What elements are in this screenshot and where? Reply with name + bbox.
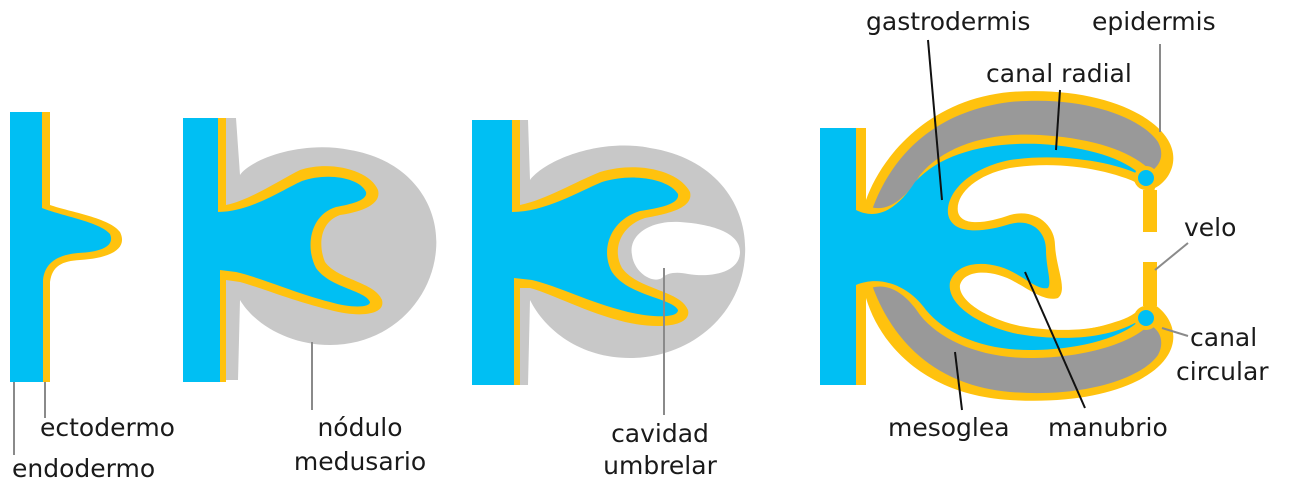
label-mesoglea: mesoglea — [888, 413, 1010, 442]
stage-4-canal-circular-upper — [1134, 166, 1158, 190]
leader-canal-circular — [1161, 327, 1189, 337]
leader-manubrio — [1024, 271, 1086, 409]
stage-3-cavity — [472, 120, 746, 385]
stage-1-endoderm — [10, 112, 112, 382]
leader-gastrodermis — [927, 39, 943, 201]
stage-4-velum-upper — [1143, 190, 1157, 232]
leader-velo — [1154, 242, 1189, 271]
label-canal-circular-line1: canal — [1190, 323, 1257, 352]
label-velo: velo — [1184, 213, 1236, 242]
stage-3-endoderm — [472, 120, 679, 385]
stage-1-bud — [10, 112, 123, 382]
label-cavidad-line1: cavidad — [611, 419, 709, 448]
stage-4-gastrodermis — [820, 128, 1142, 385]
label-manubrio: manubrio — [1048, 413, 1168, 442]
label-gastrodermis: gastrodermis — [866, 7, 1030, 36]
stage-2-endoderm — [183, 118, 370, 382]
leader-mesoglea — [954, 351, 963, 411]
stage-3-umbrellar-cavity — [631, 221, 740, 280]
label-nodulo-line1: nódulo — [317, 413, 402, 442]
labels: ectodermo endodermo nódulo medusario cav… — [12, 7, 1269, 483]
label-canal-radial: canal radial — [986, 59, 1132, 88]
label-nodulo-line2: medusario — [294, 447, 426, 476]
leader-canal-radial — [1055, 89, 1061, 151]
stage-2-nodule — [183, 118, 437, 382]
leader-lines — [13, 39, 1189, 455]
stage-4-medusa — [820, 91, 1174, 401]
stage-4-canal-circular-lower — [1134, 306, 1158, 330]
label-cavidad-line2: umbrelar — [603, 451, 717, 480]
label-epidermis: epidermis — [1092, 7, 1216, 36]
label-ectodermo: ectodermo — [40, 413, 175, 442]
label-canal-circular-line2: circular — [1176, 357, 1269, 386]
label-endodermo: endodermo — [12, 454, 155, 483]
stage-4-velum-lower — [1143, 262, 1157, 306]
